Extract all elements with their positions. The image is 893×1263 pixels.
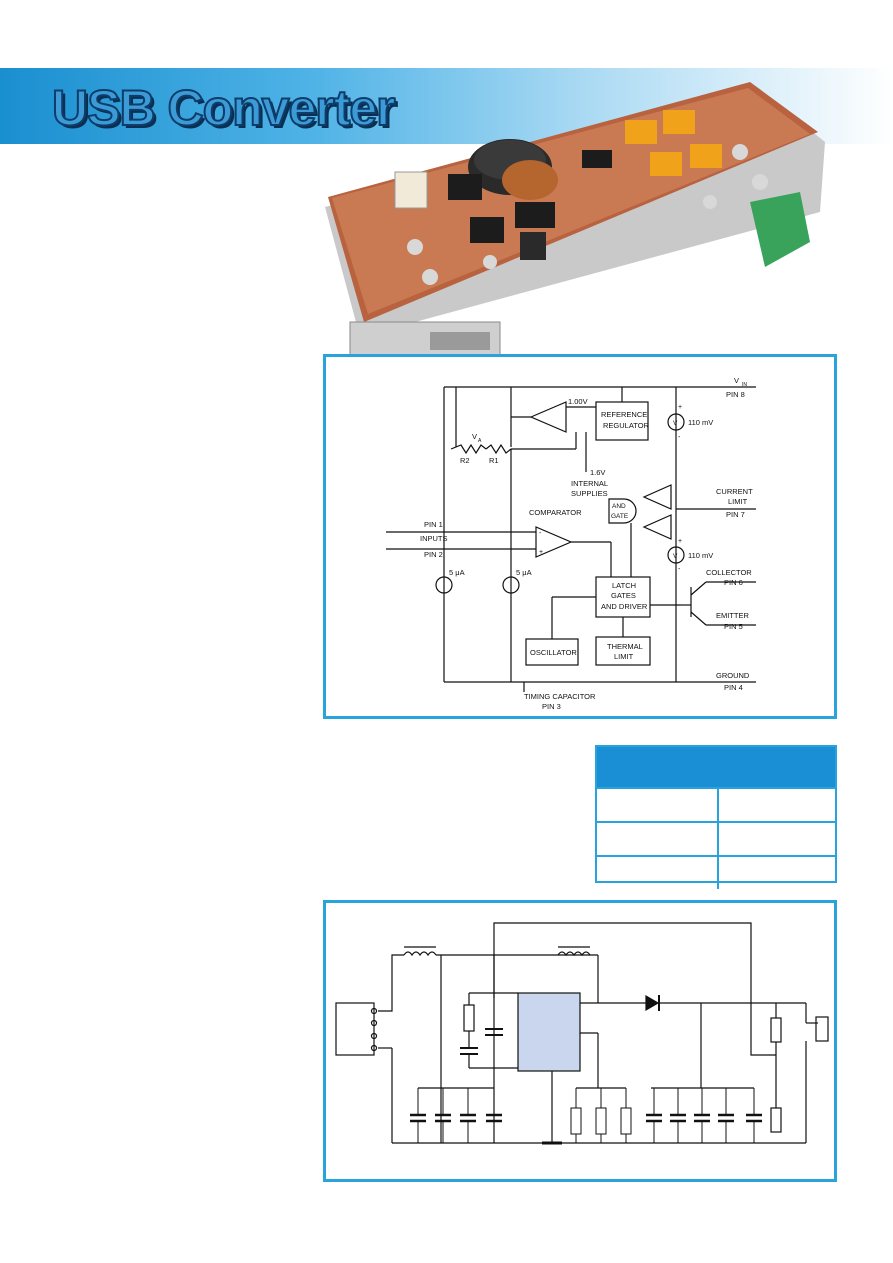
inputs-label: INPUTS [420, 534, 448, 543]
ref-reg-label-2: REGULATOR [603, 421, 650, 430]
timing-label-2: PIN 3 [542, 702, 561, 711]
pin2-label: PIN 2 [424, 550, 443, 559]
table-row [597, 855, 835, 889]
resistor-symbol [570, 1088, 582, 1143]
pin1-label: PIN 1 [424, 520, 443, 529]
internal-label: INTERNAL [571, 479, 608, 488]
schematic [335, 922, 829, 1145]
mv110-bottom-label: 110 mV [688, 551, 713, 560]
table-header [597, 747, 835, 787]
v-symbol-bottom: V [673, 553, 678, 560]
comparator-plus: + [539, 549, 543, 556]
spec-table [595, 745, 837, 889]
oscillator-label: OSCILLATOR [530, 648, 577, 657]
thermal-label-1: THERMAL [607, 642, 643, 651]
table-cell [719, 857, 835, 889]
ground-label: GROUND [716, 671, 750, 680]
plus-bottom: + [678, 538, 682, 545]
block-diagram-panel: V IN PIN 8 REFERENCE REGULATOR 1.00V 110… [323, 354, 837, 719]
table-row [597, 787, 835, 821]
ua5-right-label: 5 μA [516, 568, 532, 577]
v100-label: 1.00V [568, 397, 588, 406]
thermal-label-2: LIMIT [614, 652, 634, 661]
va-sub-label: A [478, 438, 482, 444]
capacitor-symbol [718, 1088, 734, 1143]
latch-label-1: LATCH [612, 581, 636, 590]
r1-label: R1 [489, 456, 499, 465]
latch-label-3: AND DRIVER [601, 602, 648, 611]
vin-label: V [734, 376, 739, 385]
table-row [597, 821, 835, 855]
pin6-label: PIN 6 [724, 578, 743, 587]
schematic-panel [323, 900, 837, 1182]
comparator-minus: - [539, 530, 542, 537]
table-cell [719, 789, 835, 821]
block-diagram: V IN PIN 8 REFERENCE REGULATOR 1.00V 110… [386, 376, 756, 711]
table-cell [719, 823, 835, 855]
capacitor-symbol [694, 1088, 710, 1143]
capacitor-symbol [486, 1088, 502, 1143]
pin4-label: PIN 4 [724, 683, 743, 692]
table-cell [597, 857, 719, 889]
pin7-label: PIN 7 [726, 510, 745, 519]
mv110-top-label: 110 mV [688, 418, 713, 427]
ua5-left-label: 5 μA [449, 568, 465, 577]
va-label: V [472, 432, 477, 441]
r2-label: R2 [460, 456, 470, 465]
capacitor-symbol [646, 1088, 662, 1143]
v16-label: 1.6V [590, 468, 605, 477]
page-title: USB Converter [51, 79, 397, 137]
gate-label: GATE [611, 513, 629, 520]
minus-top: - [678, 434, 681, 441]
comparator-label: COMPARATOR [529, 508, 582, 517]
pin5-label: PIN 5 [724, 622, 743, 631]
timing-label-1: TIMING CAPACITOR [524, 692, 596, 701]
resistor-symbol [595, 1088, 607, 1143]
capacitor-symbol [460, 1088, 476, 1143]
capacitor-symbol [435, 1088, 451, 1143]
current-label: CURRENT [716, 487, 753, 496]
and-label: AND [612, 503, 626, 510]
collector-label: COLLECTOR [706, 568, 752, 577]
plus-top: + [678, 404, 682, 411]
supplies-label: SUPPLIES [571, 489, 608, 498]
emitter-label: EMITTER [716, 611, 749, 620]
pin8-label: PIN 8 [726, 390, 745, 399]
table-cell [597, 823, 719, 855]
resistor-symbol [620, 1088, 632, 1143]
v-symbol-top: V [673, 420, 678, 427]
table-cell [597, 789, 719, 821]
pcb-photo [325, 82, 825, 378]
vin-sub-label: IN [742, 382, 747, 388]
ref-reg-label-1: REFERENCE [601, 410, 647, 419]
minus-bottom: - [678, 566, 681, 573]
capacitor-symbol [410, 1088, 426, 1143]
latch-label-2: GATES [611, 591, 636, 600]
capacitor-symbol [670, 1088, 686, 1143]
limit-label: LIMIT [728, 497, 748, 506]
capacitor-symbol [746, 1088, 762, 1143]
